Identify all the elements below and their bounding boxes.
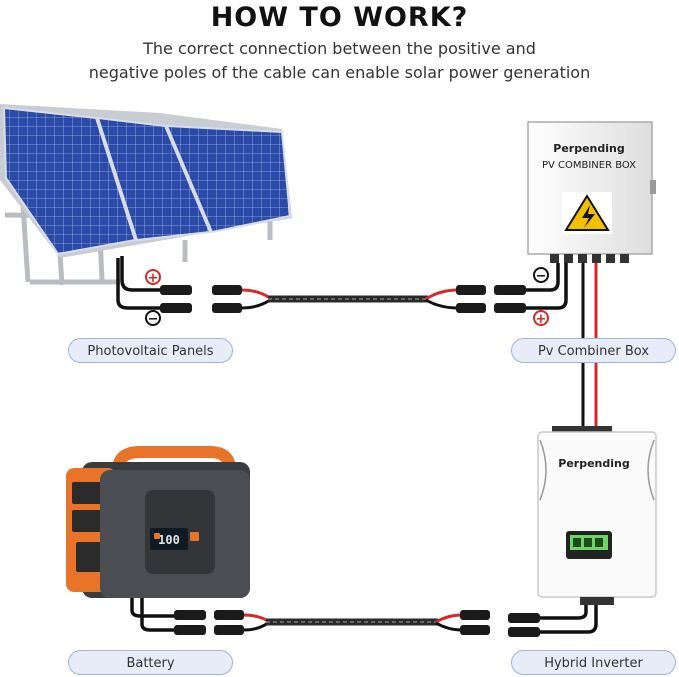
solar-panel-array xyxy=(0,104,292,286)
inverter-brand: Perpending xyxy=(558,457,629,470)
combiner-brand: Perpending xyxy=(553,142,624,155)
subtitle-line-1: The correct connection between the posit… xyxy=(143,39,536,58)
panel-negative-marker: − xyxy=(145,310,161,327)
solar-panel-2 xyxy=(96,116,212,242)
svg-text:+: + xyxy=(148,271,159,286)
combiner-connectors xyxy=(494,285,526,313)
warning-icon xyxy=(562,192,612,234)
battery-connectors xyxy=(174,610,206,635)
pv-combiner-box: Perpending PV COMBINER BOX xyxy=(527,121,656,263)
battery-leads xyxy=(130,598,176,632)
page-title: HOW TO WORK? xyxy=(210,2,469,33)
label-pv-combiner-box: Pv Combiner Box xyxy=(511,338,676,363)
hybrid-inverter: Perpending xyxy=(537,426,657,605)
subtitle-line-2: negative poles of the cable can enable s… xyxy=(88,63,591,82)
label-hybrid-inverter: Hybrid Inverter xyxy=(511,650,676,675)
panel-positive-marker: + xyxy=(145,269,161,286)
y-branch-cable-bottom xyxy=(214,610,490,635)
label-photovoltaic-panels: Photovoltaic Panels xyxy=(68,338,233,363)
battery-display-reading: 100 xyxy=(158,533,180,547)
panel-connectors xyxy=(160,285,242,313)
inverter-leads xyxy=(540,605,598,634)
combiner-model: PV COMBINER BOX xyxy=(542,160,636,171)
svg-text:−: − xyxy=(536,269,547,284)
svg-text:+: + xyxy=(536,312,547,327)
combiner-negative-marker: − xyxy=(533,267,549,284)
panel-leads xyxy=(116,256,162,310)
y-branch-cable-top xyxy=(241,285,486,313)
combiner-positive-marker: + xyxy=(533,310,549,327)
combiner-glands xyxy=(550,254,629,263)
portable-power-station: 100 xyxy=(66,446,250,598)
inverter-display xyxy=(566,531,612,559)
svg-text:−: − xyxy=(148,312,159,327)
solar-panel-1 xyxy=(2,106,137,256)
combiner-leads xyxy=(525,263,568,310)
inverter-connectors xyxy=(508,613,540,637)
solar-panel-3 xyxy=(165,124,292,234)
label-battery: Battery xyxy=(68,650,233,675)
